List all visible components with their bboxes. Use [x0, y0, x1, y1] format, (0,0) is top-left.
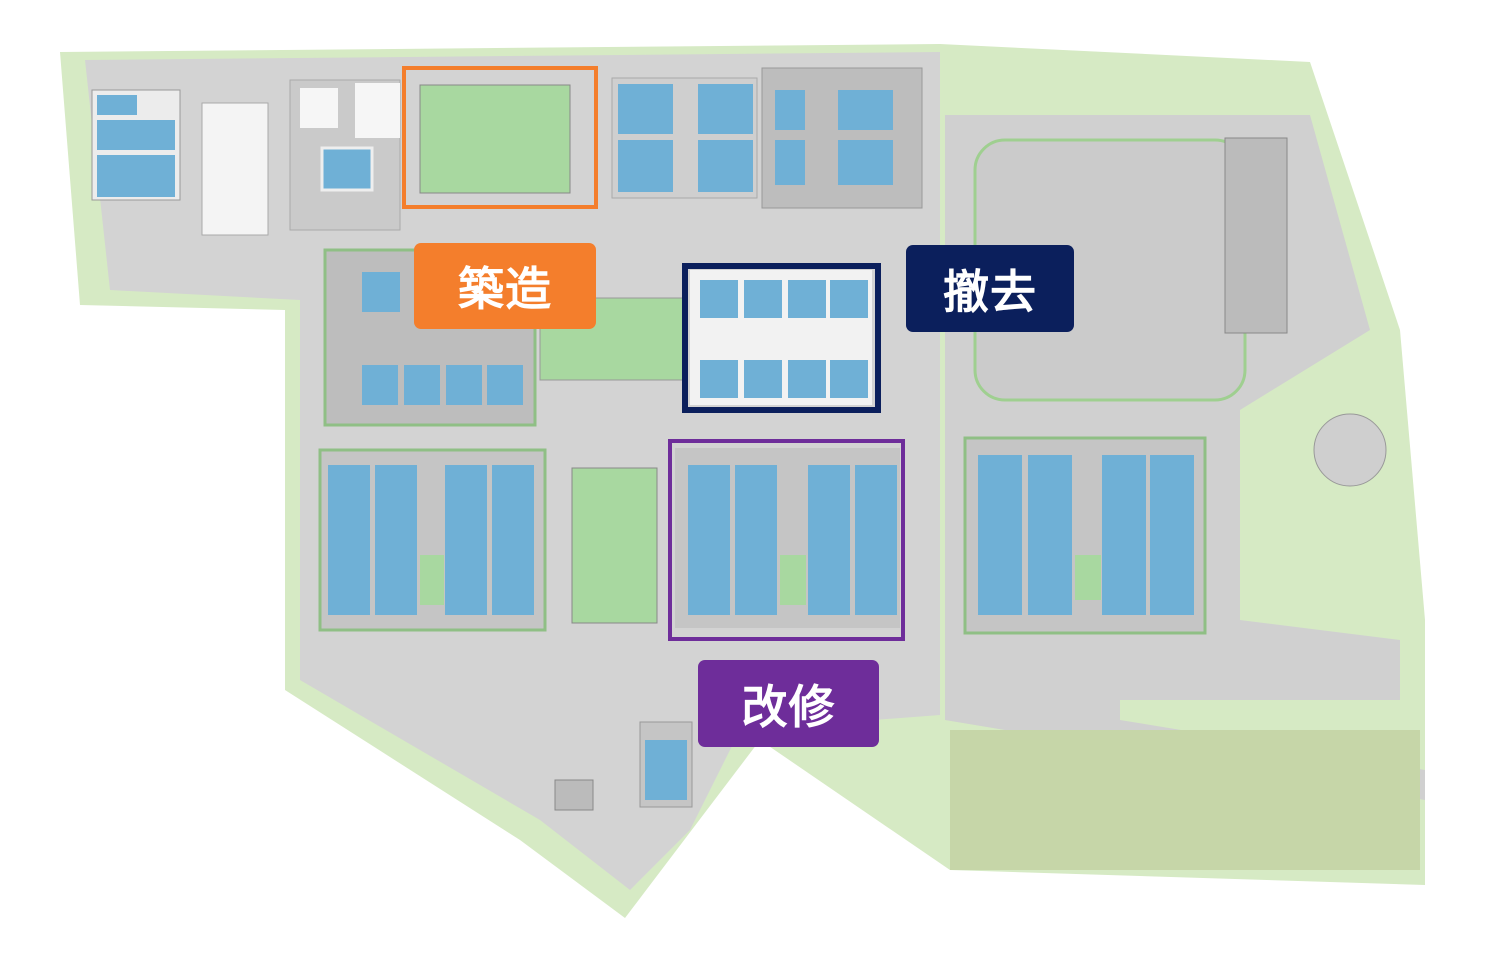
basin	[320, 146, 374, 192]
removal-basins	[700, 280, 868, 398]
basin	[97, 120, 175, 150]
filter-basins	[618, 84, 753, 192]
east-slope	[950, 730, 1420, 870]
sedimentation-basins-renovation	[675, 448, 900, 628]
filter-basins	[775, 90, 893, 185]
lawn-block	[571, 467, 658, 624]
building	[201, 102, 269, 236]
removal-label: 撤去	[906, 245, 1074, 332]
building	[355, 83, 400, 138]
removal-frame	[682, 263, 881, 413]
basin	[645, 740, 687, 800]
long-building	[1224, 137, 1288, 334]
renovation-label: 改修	[698, 660, 879, 747]
renovation-frame	[668, 439, 905, 641]
basin	[97, 95, 137, 115]
sedimentation-basins-west	[318, 448, 547, 632]
basin	[97, 155, 175, 197]
construction-frame	[402, 66, 598, 209]
building	[300, 88, 338, 128]
construction-label: 築造	[414, 243, 596, 329]
basins	[362, 272, 523, 405]
new-lawn-area	[419, 84, 571, 194]
sedimentation-basins-east	[963, 436, 1207, 635]
small-building	[554, 779, 594, 811]
filter-building	[761, 67, 923, 209]
tank	[1313, 413, 1387, 487]
